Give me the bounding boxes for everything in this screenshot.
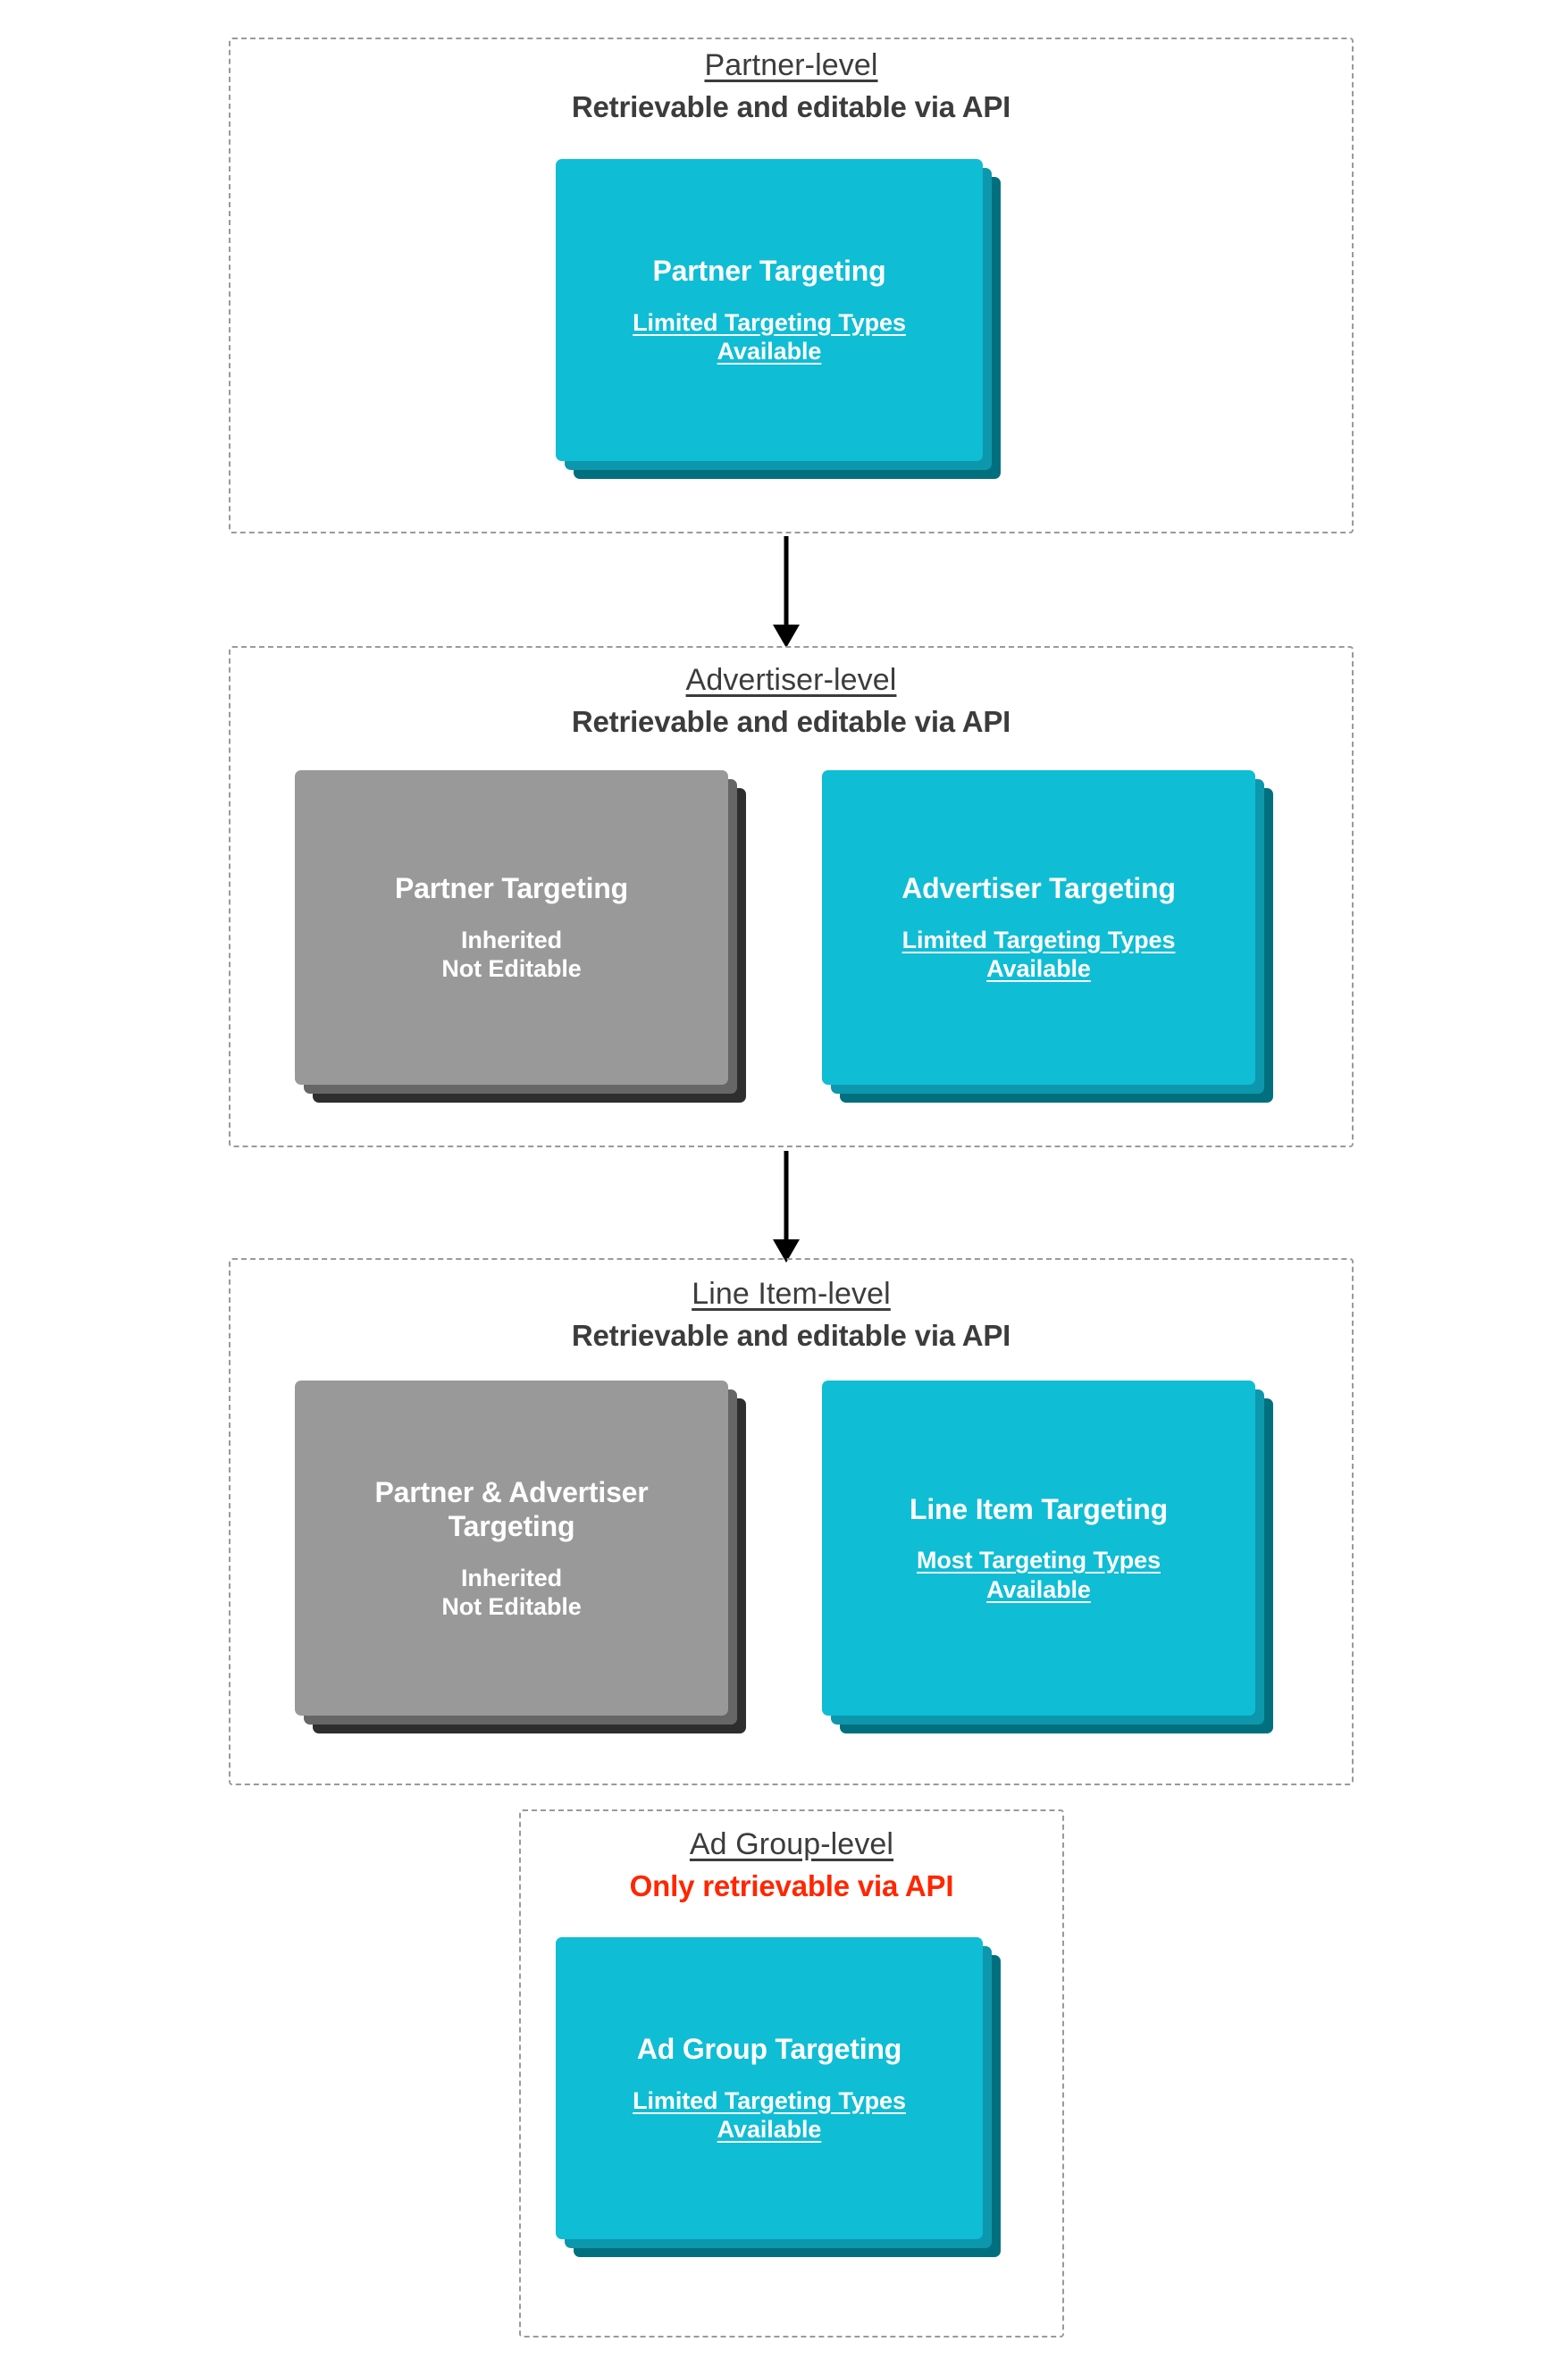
- card-title-ad-group-targeting: Ad Group Targeting: [636, 2033, 902, 2066]
- card-subtitle-partner-targeting-inherited: Inherited Not Editable: [441, 926, 581, 984]
- card-layer-front: Partner & Advertiser Targeting Inherited…: [295, 1381, 728, 1716]
- card-layer-front: Ad Group Targeting Limited Targeting Typ…: [556, 1937, 983, 2239]
- card-stack-partner-advertiser-targeting-inherited[interactable]: Partner & Advertiser Targeting Inherited…: [295, 1381, 759, 1747]
- level-container-ad-group: [519, 1809, 1064, 2338]
- card-subtitle-line2: Available: [717, 2116, 822, 2144]
- level-header-partner: Partner-level Retrievable and editable v…: [229, 46, 1354, 125]
- card-subtitle-line-item-targeting: Most Targeting Types Available: [917, 1546, 1161, 1604]
- card-subtitle-partner-advertiser-targeting-inherited: Inherited Not Editable: [441, 1564, 581, 1622]
- level-header-line-item: Line Item-level Retrievable and editable…: [229, 1275, 1354, 1354]
- card-title-advertiser-targeting: Advertiser Targeting: [901, 872, 1176, 905]
- card-subtitle-partner-targeting: Limited Targeting Types Available: [633, 308, 906, 366]
- card-title-partner-targeting-inherited: Partner Targeting: [395, 872, 628, 905]
- arrow-head-icon: [773, 625, 800, 648]
- card-subtitle-advertiser-targeting: Limited Targeting Types Available: [902, 926, 1176, 984]
- card-title-line-item-targeting: Line Item Targeting: [910, 1492, 1168, 1525]
- card-subtitle-line1: Most Targeting Types: [916, 1547, 1161, 1574]
- card-subtitle-line2: Available: [717, 338, 822, 365]
- level-subtitle-ad-group: Only retrievable via API: [629, 1868, 954, 1902]
- level-title-ad-group: Ad Group-level: [689, 1827, 894, 1861]
- level-subtitle-partner: Retrievable and editable via API: [571, 89, 1011, 123]
- card-subtitle-line1: Limited Targeting Types: [633, 308, 906, 336]
- card-subtitle-line2: Available: [986, 1575, 1091, 1603]
- card-layer-front: Partner Targeting Inherited Not Editable: [295, 770, 728, 1085]
- connector-arrow-partner-to-advertiser: [759, 536, 813, 648]
- level-header-ad-group: Ad Group-level Only retrievable via API: [519, 1826, 1064, 1904]
- card-subtitle-line2: Not Editable: [441, 1592, 582, 1620]
- arrow-shaft: [784, 536, 789, 625]
- connector-arrow-advertiser-to-line-item: [759, 1151, 813, 1263]
- card-stack-partner-targeting[interactable]: Partner Targeting Limited Targeting Type…: [556, 159, 1014, 492]
- arrow-shaft: [784, 1151, 789, 1240]
- card-subtitle-line1: Limited Targeting Types: [901, 926, 1176, 953]
- level-title-partner: Partner-level: [704, 48, 878, 82]
- level-subtitle-line-item: Retrievable and editable via API: [571, 1318, 1011, 1352]
- card-layer-front: Advertiser Targeting Limited Targeting T…: [822, 770, 1255, 1085]
- level-title-line-item: Line Item-level: [692, 1277, 891, 1311]
- level-header-advertiser: Advertiser-level Retrievable and editabl…: [229, 661, 1354, 740]
- level-container-line-item: [229, 1258, 1354, 1785]
- card-subtitle-line2: Available: [986, 955, 1091, 983]
- card-layer-front: Line Item Targeting Most Targeting Types…: [822, 1381, 1255, 1716]
- card-layer-front: Partner Targeting Limited Targeting Type…: [556, 159, 983, 461]
- card-subtitle-line1: Inherited: [460, 926, 563, 953]
- level-title-advertiser: Advertiser-level: [685, 663, 897, 697]
- card-stack-ad-group-targeting[interactable]: Ad Group Targeting Limited Targeting Typ…: [556, 1937, 1014, 2270]
- card-stack-partner-targeting-inherited[interactable]: Partner Targeting Inherited Not Editable: [295, 770, 759, 1116]
- level-container-partner: [229, 38, 1354, 533]
- card-subtitle-line1: Inherited: [460, 1564, 563, 1591]
- card-stack-line-item-targeting[interactable]: Line Item Targeting Most Targeting Types…: [822, 1381, 1287, 1747]
- card-subtitle-line2: Not Editable: [441, 955, 582, 983]
- card-stack-advertiser-targeting[interactable]: Advertiser Targeting Limited Targeting T…: [822, 770, 1287, 1116]
- card-subtitle-ad-group-targeting: Limited Targeting Types Available: [633, 2086, 906, 2145]
- card-title-partner-targeting: Partner Targeting: [652, 255, 886, 288]
- level-subtitle-advertiser: Retrievable and editable via API: [571, 704, 1011, 738]
- level-container-advertiser: [229, 646, 1354, 1147]
- card-subtitle-line1: Limited Targeting Types: [633, 2086, 906, 2114]
- card-title-partner-advertiser-targeting-inherited: Partner & Advertiser Targeting: [374, 1475, 649, 1543]
